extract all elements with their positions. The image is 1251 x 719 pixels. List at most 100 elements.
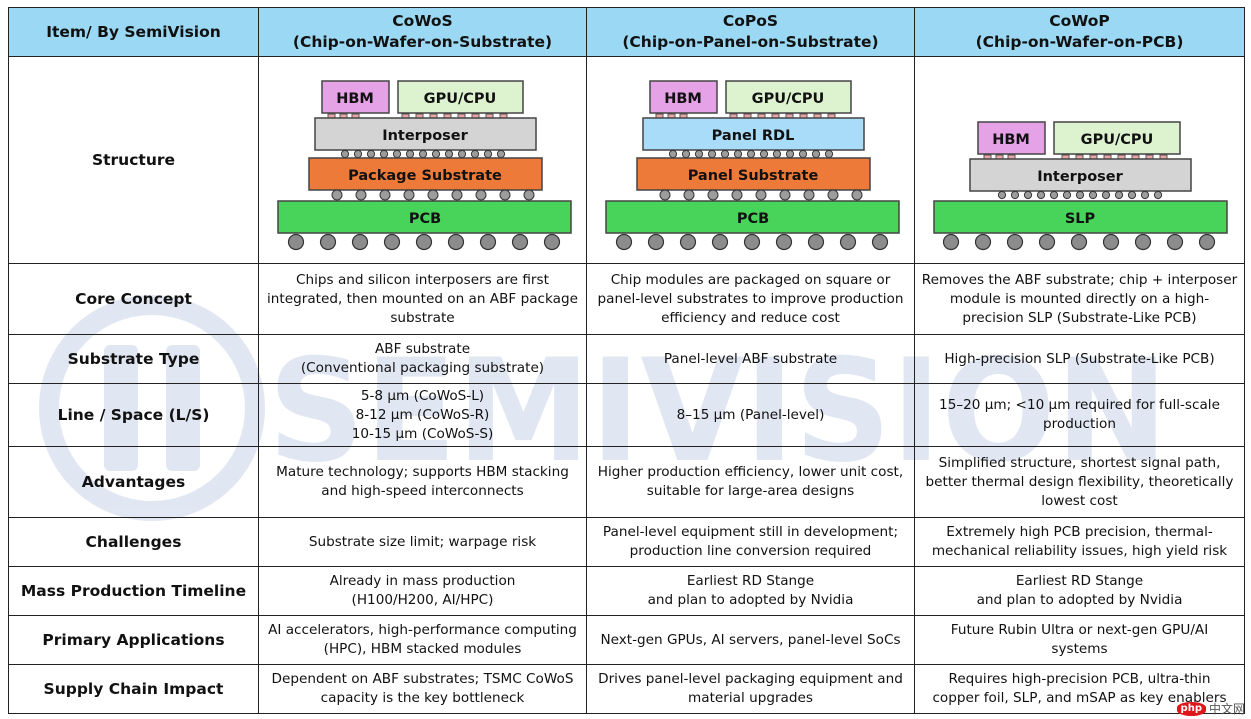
cell-line: 8–15 μm (Panel-level)	[676, 406, 825, 423]
cell-line: systems	[1051, 641, 1108, 657]
cell-line: Next-gen GPUs, AI servers, panel-level S…	[600, 631, 901, 648]
pcb-layer	[276, 199, 572, 234]
svg-text:Panel Substrate: Panel Substrate	[687, 168, 818, 184]
cell-line: High-precision SLP (Substrate-Like PCB)	[944, 350, 1215, 367]
row-label-supply-chain-impact: Supply Chain Impact	[8, 664, 259, 714]
hbm-die	[320, 79, 390, 114]
cell-line: Removes the ABF substrate; chip + interp…	[921, 271, 1238, 288]
cell-advantages-cowos: Mature technology; supports HBM stacking…	[258, 446, 587, 518]
cell-line: Higher production efficiency, lower unit…	[597, 464, 904, 480]
row-label-advantages: Advantages	[8, 446, 259, 518]
microbumps-interposer	[997, 190, 1162, 199]
hbm-die	[976, 120, 1046, 155]
cell-line: Drives panel-level packaging equipment a…	[598, 671, 903, 687]
cell-line-space-cowop: 15–20 μm; <10 μm required for full-scale…	[914, 383, 1245, 447]
cell-line: Earliest RD Stange	[686, 573, 815, 589]
svg-text:GPU/CPU: GPU/CPU	[423, 91, 496, 107]
cell-line: better thermal design flexibility, theor…	[925, 473, 1234, 490]
cell-line: Simplified structure, shortest signal pa…	[938, 454, 1221, 471]
cell-line: Earliest RD Stange	[1015, 573, 1144, 589]
copos-stack-diagram: HBM GPU/CPU Panel RDL Panel Substrate PC…	[604, 79, 900, 250]
cell-line: and plan to adopted by Nvidia	[976, 592, 1183, 608]
cell-line: 10-15 μm (CoWoS-S)	[351, 425, 494, 442]
cowop-stack-diagram: HBM GPU/CPU Interposer SLP	[932, 120, 1228, 250]
cell-core-concept-cowop: Removes the ABF substrate; chip + interp…	[914, 263, 1245, 335]
cell-line: efficiency and reduce cost	[661, 309, 840, 326]
cell-substrate-type-cowop: High-precision SLP (Substrate-Like PCB)	[914, 334, 1245, 384]
pcb-layer	[604, 199, 900, 234]
cell-primary-applications-copos: Next-gen GPUs, AI servers, panel-level S…	[586, 615, 915, 665]
cell-challenges-cowos: Substrate size limit; warpage risk	[258, 517, 587, 567]
cell-mass-production-timeline-copos: Earliest RD Stange and plan to adopted by…	[586, 566, 915, 616]
cell-supply-chain-impact-cowos: Dependent on ABF substrates; TSMC CoWoS c…	[258, 664, 587, 714]
cell-line: production line conversion required	[629, 543, 872, 559]
cell-advantages-copos: Higher production efficiency, lower unit…	[586, 446, 915, 518]
cell-line: and plan to adopted by Nvidia	[647, 592, 854, 608]
cell-challenges-cowop: Extremely high PCB precision, thermal-me…	[914, 517, 1245, 567]
cell-line: Already in mass production	[329, 573, 516, 589]
svg-text:SLP: SLP	[1064, 211, 1095, 227]
cell-primary-applications-cowos: AI accelerators, high-performance comput…	[258, 615, 587, 665]
cell-line: production	[1043, 416, 1116, 432]
gpu-die	[724, 79, 852, 114]
panel-rdl-layer	[641, 116, 865, 151]
interposer-layer	[968, 157, 1192, 192]
cell-line: and high-speed interconnects	[321, 483, 524, 499]
cell-line: Chips and silicon interposers are first	[296, 271, 549, 288]
slp-layer	[932, 199, 1228, 234]
cell-line: panel-level substrates to improve produc…	[597, 290, 904, 307]
bumps-chip	[655, 113, 835, 119]
cell-line: Panel-level equipment still in developme…	[602, 524, 899, 540]
bumps-chip	[983, 154, 1167, 160]
cell-line: (HPC), HBM stacked modules	[323, 641, 522, 657]
cell-line: integrated, then mounted on an ABF packa…	[267, 290, 578, 307]
svg-text:PCB: PCB	[408, 211, 440, 227]
cell-line: capacity is the key bottleneck	[320, 690, 525, 706]
header-cowos: CoWoS(Chip-on-Wafer-on-Substrate)	[258, 7, 587, 57]
cell-line: module is mounted directly on a high-	[949, 290, 1210, 307]
svg-text:HBM: HBM	[336, 91, 374, 107]
cell-line: AI accelerators, high-performance comput…	[268, 622, 577, 638]
structure-diagram-cowop: HBM GPU/CPU Interposer SLP	[914, 56, 1245, 264]
row-label-core-concept: Core Concept	[8, 263, 259, 335]
cell-line: precision SLP (Substrate-Like PCB)	[962, 309, 1197, 326]
solder-balls-slp	[942, 233, 1215, 250]
brand-text: 中文网	[1208, 702, 1245, 716]
cell-core-concept-cowos: Chips and silicon interposers are first i…	[258, 263, 587, 335]
cell-line: 15–20 μm; <10 μm required for full-scale	[939, 397, 1220, 413]
cell-substrate-type-cowos: ABF substrate(Conventional packaging sub…	[258, 334, 587, 384]
panel-substrate-layer	[635, 156, 871, 191]
cell-line: Panel-level ABF substrate	[663, 350, 838, 367]
svg-text:Interposer: Interposer	[1037, 169, 1123, 185]
header-row: Item/ By SemiVision CoWoS(Chip-on-Wafer-…	[8, 7, 1245, 57]
svg-text:HBM: HBM	[664, 91, 702, 107]
svg-text:GPU/CPU: GPU/CPU	[751, 91, 824, 107]
cell-line: Chip modules are packaged on square or	[610, 271, 891, 288]
svg-text:GPU/CPU: GPU/CPU	[1080, 132, 1153, 148]
interposer-layer	[313, 116, 537, 151]
cell-line: Extremely high PCB precision, thermal-	[946, 524, 1213, 540]
cell-line: (H100/H200, AI/HPC)	[351, 592, 494, 608]
cell-core-concept-copos: Chip modules are packaged on square or pa…	[586, 263, 915, 335]
solder-balls-pcb	[615, 233, 888, 250]
row-label-challenges: Challenges	[8, 517, 259, 567]
site-brand: php 中文网	[1176, 700, 1245, 717]
cell-line: substrate	[390, 309, 455, 326]
cell-substrate-type-copos: Panel-level ABF substrate	[586, 334, 915, 384]
svg-text:Interposer: Interposer	[382, 128, 468, 144]
cell-line: lowest cost	[1041, 492, 1118, 509]
header-copos: CoPoS(Chip-on-Panel-on-Substrate)	[586, 7, 915, 57]
cowos-stack-diagram: HBM GPU/CPU Interposer Package Substrate…	[276, 79, 572, 250]
cell-line: 5-8 μm (CoWoS-L)	[360, 387, 485, 404]
gpu-die	[396, 79, 524, 114]
cell-line-space-copos: 8–15 μm (Panel-level)	[586, 383, 915, 447]
cell-line: Substrate size limit; warpage risk	[308, 533, 537, 550]
cell-line: mechanical reliability issues, high yiel…	[931, 543, 1228, 559]
svg-text:HBM: HBM	[992, 132, 1030, 148]
cell-line: Mature technology; supports HBM stacking	[276, 464, 569, 480]
cell-line: Dependent on ABF substrates; TSMC CoWoS	[271, 671, 574, 687]
